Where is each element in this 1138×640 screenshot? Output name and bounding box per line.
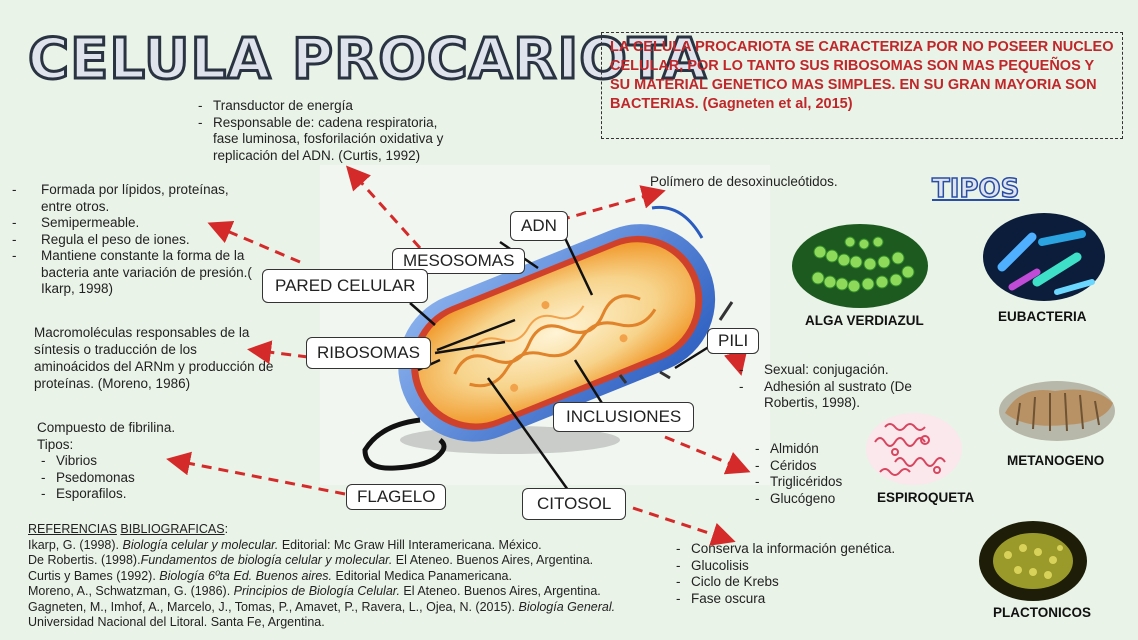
- note-item: Esporafilos.: [39, 486, 237, 503]
- note-item: Formada por lípidos, proteínas, entre ot…: [10, 182, 255, 215]
- note-pili: Sexual: conjugación. Adhesión al sustrat…: [737, 362, 927, 412]
- arrow-flagelo: [166, 451, 346, 496]
- arrow-inclusiones: [664, 435, 751, 475]
- note-item: Vibrios: [39, 453, 237, 470]
- label-adn: ADN: [510, 211, 568, 241]
- label-ribosomas: RIBOSOMAS: [306, 337, 431, 369]
- note-flagelo-intro: Compuesto de fibrilina.: [37, 420, 176, 435]
- note-item: Conserva la información genética.: [674, 541, 934, 558]
- page-title: CELULA PROCARIOTA: [27, 27, 708, 92]
- pilus: [618, 374, 628, 384]
- reference-item: De Robertis. (1998).Fundamentos de biolo…: [28, 553, 594, 567]
- espiroqueta-image: [866, 413, 962, 485]
- note-item: Transductor de energía: [196, 98, 466, 115]
- dna-strand-3: [471, 305, 585, 352]
- note-item: Adhesión al sustrato (De Robertis, 1998)…: [737, 379, 927, 412]
- note-item: Regula el peso de iones.: [10, 232, 255, 249]
- note-item: Responsable de: cadena respiratoria, fas…: [196, 115, 466, 165]
- note-item: Fase oscura: [674, 591, 934, 608]
- note-item: Triglicéridos: [753, 474, 883, 491]
- plactonicos-image: [979, 521, 1087, 601]
- pilus: [659, 370, 671, 380]
- pilus: [718, 301, 734, 321]
- note-ribosomas: Macromoléculas responsables de la síntes…: [34, 325, 274, 391]
- note-flagelo-tipos: Tipos:: [37, 437, 74, 452]
- reference-item: Universidad Nacional del Litoral. Santa …: [28, 615, 325, 629]
- dna-strand-2: [469, 308, 657, 388]
- note-item: Glucógeno: [753, 491, 883, 508]
- ribosome: [541, 301, 550, 310]
- label-pared-celular: PARED CELULAR: [262, 269, 429, 303]
- tipo-plactonicos: PLACTONICOS: [993, 605, 1092, 620]
- eubacteria-image: [983, 213, 1105, 301]
- flagellum: [362, 417, 447, 471]
- note-item: Almidón: [753, 441, 883, 458]
- metanogeno-image: [999, 381, 1115, 441]
- tipo-espiroqueta: ESPIROQUETA: [877, 490, 975, 505]
- note-item: Psedomonas: [39, 470, 237, 487]
- arrow-ribosomas: [247, 340, 309, 365]
- note-inclusiones: Almidón Céridos Triglicéridos Glucógeno: [753, 441, 883, 507]
- ribosome: [619, 334, 628, 343]
- note-item: Ciclo de Krebs: [674, 574, 934, 591]
- label-inclusiones: INCLUSIONES: [553, 402, 695, 432]
- note-item: Semipermeable.: [10, 215, 255, 232]
- reference-item: Ikarp, G. (1998). Biología celular y mol…: [28, 537, 542, 552]
- reference-item: Gagneten, M., Imhof, A., Marcelo, J., To…: [28, 599, 616, 614]
- label-pili: PILI: [707, 328, 760, 354]
- note-item: Glucolisis: [674, 558, 934, 575]
- note-item: Sexual: conjugación.: [737, 362, 927, 379]
- references: REFERENCIAS BIBLIOGRAFICAS: Ikarp, G. (1…: [28, 522, 668, 631]
- tipos-heading: TIPOS: [931, 173, 1020, 205]
- alga-verdiazul-image: [792, 224, 928, 308]
- references-heading: REFERENCIAS BIBLIOGRAFICAS:: [28, 522, 229, 536]
- cytoplasm: [418, 242, 696, 424]
- intro-box: LA CELULA PROCARIOTA SE CARACTERIZA POR …: [601, 32, 1123, 139]
- reference-item: Moreno, A., Schwatzman, G. (1986). Princ…: [28, 584, 601, 598]
- note-flagelo: Compuesto de fibrilina. Tipos: Vibrios P…: [37, 419, 237, 503]
- tipo-alga-verdiazul: ALGA VERDIAZUL: [805, 313, 924, 328]
- label-flagelo: FLAGELO: [346, 484, 447, 510]
- arrow-adn: [559, 185, 666, 222]
- note-item: Céridos: [753, 458, 883, 475]
- note-pared-celular: Formada por lípidos, proteínas, entre ot…: [10, 182, 255, 298]
- note-adn: Polímero de desoxinucleótidos.: [650, 174, 838, 189]
- arrow-citosol: [632, 506, 736, 546]
- tipo-metanogeno: METANOGENO: [1007, 453, 1105, 468]
- reference-item: Curtis y Bames (1992). Biología 6ºta Ed.…: [28, 568, 512, 583]
- note-item: Mantiene constante la forma de la bacter…: [10, 248, 255, 298]
- tipo-eubacteria: EUBACTERIA: [998, 309, 1087, 324]
- note-citosol: Conserva la información genética. Glucol…: [674, 541, 934, 607]
- ribosome: [510, 383, 519, 392]
- label-citosol: CITOSOL: [522, 488, 627, 520]
- arrow-mesosomas: [345, 165, 422, 250]
- note-mesosomas: Transductor de energía Responsable de: c…: [196, 98, 466, 164]
- dna-strand: [453, 294, 641, 375]
